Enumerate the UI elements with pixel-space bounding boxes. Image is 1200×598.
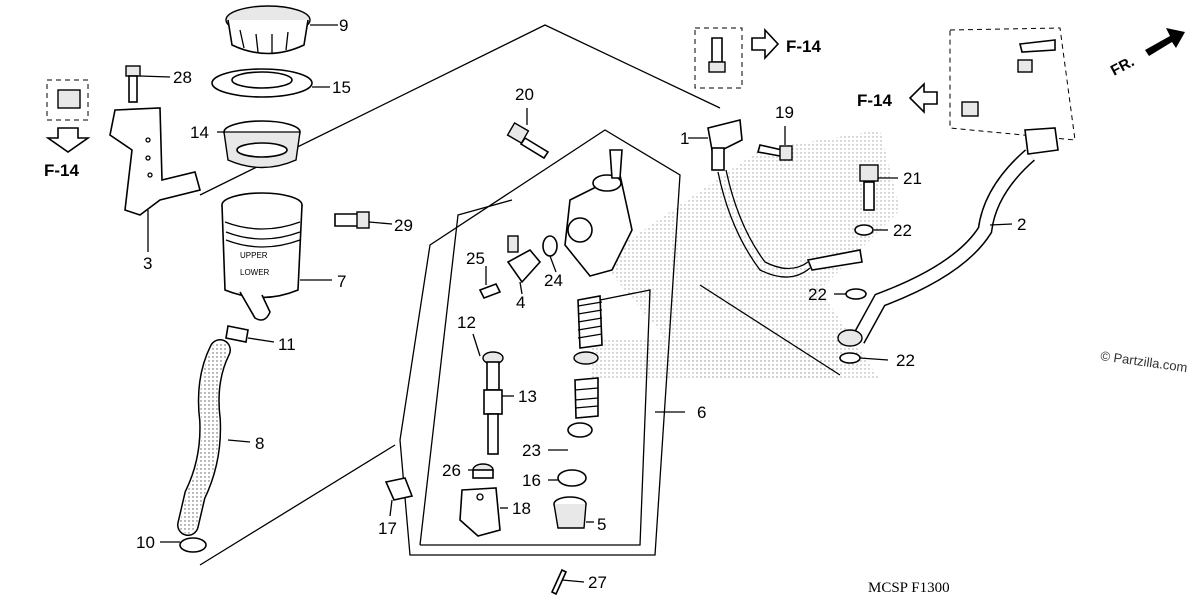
callout-22c: 22 <box>896 351 915 370</box>
screw-25 <box>478 282 502 300</box>
front-arrow-icon <box>1145 28 1185 56</box>
callout-17: 17 <box>378 519 397 538</box>
reservoir-upper-label: UPPER <box>240 251 268 260</box>
diaphragm-plate <box>211 68 313 98</box>
callout-7: 7 <box>337 272 346 291</box>
callout-27: 27 <box>588 573 607 592</box>
callout-5: 5 <box>597 515 606 534</box>
callout-1: 1 <box>680 129 689 148</box>
arrow-right-icon <box>751 27 780 61</box>
callout-6: 6 <box>697 403 706 422</box>
callout-15: 15 <box>332 78 351 97</box>
callout-9: 9 <box>339 16 348 35</box>
callout-4: 4 <box>516 293 525 312</box>
hose-clip-11 <box>225 325 249 343</box>
diaphragm <box>223 120 301 169</box>
callout-14: 14 <box>190 123 209 142</box>
callout-25: 25 <box>466 249 485 268</box>
connector-insert-left <box>57 89 81 109</box>
bolt-21 <box>859 164 879 211</box>
arrow-left-icon <box>908 82 938 114</box>
hose-clip-10 <box>179 537 207 553</box>
ref-label-top: F-14 <box>786 37 822 56</box>
front-label: FR. <box>1108 53 1137 79</box>
piston <box>574 377 599 419</box>
reservoir-cap <box>225 5 311 55</box>
callout-19: 19 <box>775 103 794 122</box>
reservoir-lower-label: LOWER <box>240 268 270 277</box>
connector-insert-top <box>708 37 726 73</box>
o-ring-24 <box>542 235 558 257</box>
ref-label-left: F-14 <box>44 161 80 180</box>
reservoir-bracket <box>109 107 201 216</box>
callout-16: 16 <box>522 471 541 490</box>
bolt-29 <box>334 211 370 229</box>
pin-17 <box>384 477 414 501</box>
callout-8: 8 <box>255 434 264 453</box>
callout-28: 28 <box>173 68 192 87</box>
arrow-down-icon <box>45 127 91 153</box>
bolt-28 <box>125 65 141 103</box>
brake-hose-2 <box>851 127 1059 344</box>
hose-joint-4 <box>506 235 542 284</box>
ref-label-right: F-14 <box>857 91 893 110</box>
boot-5 <box>553 496 587 529</box>
diagram-code: MCSP F1300 <box>868 580 950 596</box>
clevis-18 <box>459 487 501 537</box>
callout-29: 29 <box>394 216 413 235</box>
callout-numbers: 1 2 3 4 5 6 7 8 9 10 11 12 13 14 15 16 1… <box>136 16 1026 592</box>
reservoir-hose <box>177 339 231 536</box>
cotter-pin-27 <box>550 568 568 596</box>
callout-21: 21 <box>903 169 922 188</box>
brake-switch-1 <box>707 118 743 171</box>
callout-22a: 22 <box>893 221 912 240</box>
washer-23 <box>567 422 593 438</box>
callout-20: 20 <box>515 85 534 104</box>
callout-22b: 22 <box>808 285 827 304</box>
nut-26 <box>472 463 494 479</box>
watermark: © Partzilla.com <box>1100 348 1189 375</box>
assembly-outlines <box>46 24 1076 566</box>
leader-lines <box>139 24 1013 583</box>
circlip-16 <box>557 469 587 487</box>
callout-23: 23 <box>522 441 541 460</box>
spring <box>577 295 603 349</box>
master-cylinder-body <box>564 149 633 277</box>
callout-11: 11 <box>278 335 296 354</box>
callout-24: 24 <box>544 271 563 290</box>
brake-hose-upper <box>717 169 863 278</box>
callout-12: 12 <box>457 313 476 332</box>
callout-3: 3 <box>143 254 152 273</box>
callout-2: 2 <box>1017 215 1026 234</box>
callout-10: 10 <box>136 533 155 552</box>
callout-26: 26 <box>442 461 461 480</box>
connector-insert-right <box>961 39 1056 117</box>
bolt-20 <box>506 121 550 160</box>
sealing-washers <box>837 224 874 364</box>
callout-18: 18 <box>512 499 531 518</box>
piston-cup <box>573 351 599 365</box>
reference-arrows <box>45 27 1185 153</box>
callout-13: 13 <box>518 387 537 406</box>
bolt-19 <box>756 144 793 161</box>
reservoir-tank: UPPER LOWER <box>221 192 303 321</box>
push-rod <box>482 351 504 455</box>
